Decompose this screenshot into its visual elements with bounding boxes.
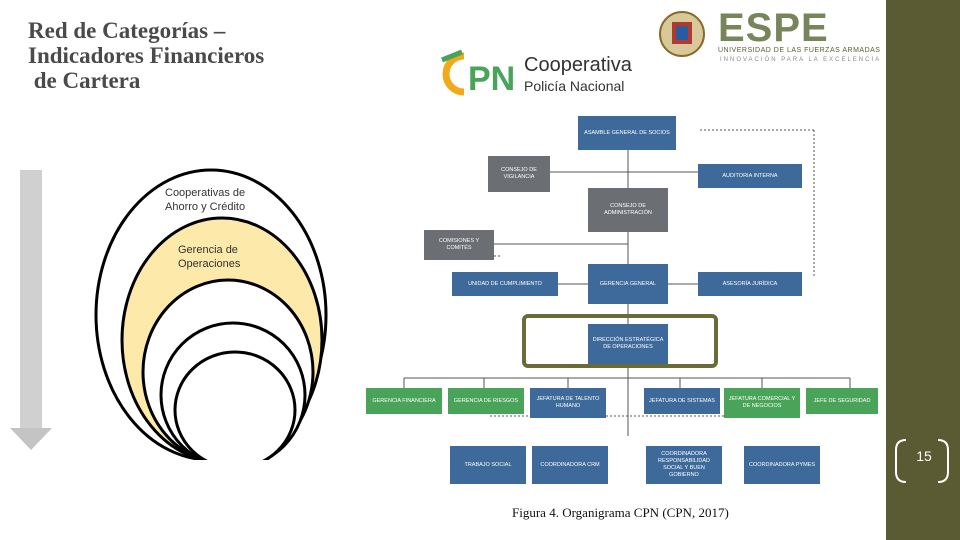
cpn-line1: Cooperativa	[524, 54, 632, 76]
org-asamblea: ASAMBLE GENERAL DE SOCIOS	[578, 116, 676, 150]
org-coordinacion-item: COORDINADORA PYMES	[744, 446, 820, 484]
org-gerencia-item: JEFATURA DE TALENTO HUMANO	[530, 388, 606, 418]
org-gerencia-general: GERENCIA GENERAL	[588, 264, 668, 304]
outer-circle-label: Cooperativas de Ahorro y Crédito	[165, 187, 246, 213]
slide-title: Red de Categorías – Indicadores Financie…	[28, 18, 265, 93]
down-arrow-icon	[10, 170, 52, 450]
org-gerencia-item: GERENCIA FINANCIERA	[366, 388, 442, 414]
org-gerencia-item: GERENCIA DE RIESGOS	[448, 388, 524, 414]
espe-logo-text: ESPE	[718, 6, 829, 50]
org-gerencia-item: JEFATURA COMERCIAL Y DE NEGOCIOS	[724, 388, 800, 418]
org-gerencia-item: JEFATURA DE SISTEMAS	[644, 388, 720, 414]
inner-circle-3	[173, 350, 297, 460]
espe-tagline: INNOVACIÓN PARA LA EXCELENCIA	[720, 57, 882, 63]
espe-logo: ESPE UNIVERSIDAD DE LAS FUERZAS ARMADAS …	[652, 4, 886, 66]
espe-seal-icon	[659, 11, 705, 57]
highlight-frame	[522, 314, 718, 368]
org-coordinacion-item: COORDINADORA RESPONSABILIDAD SOCIAL Y BU…	[646, 446, 722, 484]
org-auditoria: AUDITORIA INTERNA	[698, 164, 802, 188]
cpn-logo: PN Cooperativa Policía Nacional	[434, 44, 650, 100]
org-asesoria: ASESORÍA JURÍDICA	[698, 272, 802, 296]
org-vigilancia: CONSEJO DE VIGILANCIA	[488, 156, 550, 192]
espe-subtitle: UNIVERSIDAD DE LAS FUERZAS ARMADAS	[718, 47, 881, 54]
org-coordinacion-item: TRABAJO SOCIAL	[450, 446, 526, 484]
org-comisiones: COMISIONES Y COMITÉS	[424, 230, 494, 260]
middle-circle-label: Gerencia de Operaciones	[178, 244, 241, 270]
cpn-line2: Policía Nacional	[524, 78, 625, 94]
figure-caption: Figura 4. Organigrama CPN (CPN, 2017)	[512, 505, 729, 520]
org-chart: ASAMBLE GENERAL DE SOCIOS CONSEJO DE VIG…	[360, 96, 886, 436]
page-number-brackets	[895, 439, 949, 483]
page-number: 15	[916, 448, 932, 464]
org-gerencia-item: JEFE DE SEGURIDAD	[806, 388, 878, 414]
svg-text:PN: PN	[468, 60, 515, 98]
org-direccion: DIRECCIÓN ESTRATÉGICA DE OPERACIONES	[588, 324, 668, 364]
categories-diagram	[10, 168, 328, 460]
org-cumplimiento: UNIDAD DE CUMPLIMIENTO	[452, 272, 558, 296]
cpn-mark-icon: PN	[441, 49, 515, 98]
org-coordinacion-item: COORDINADORA CRM	[532, 446, 608, 484]
org-administracion: CONSEJO DE ADMINISTRACIÓN	[588, 188, 668, 232]
